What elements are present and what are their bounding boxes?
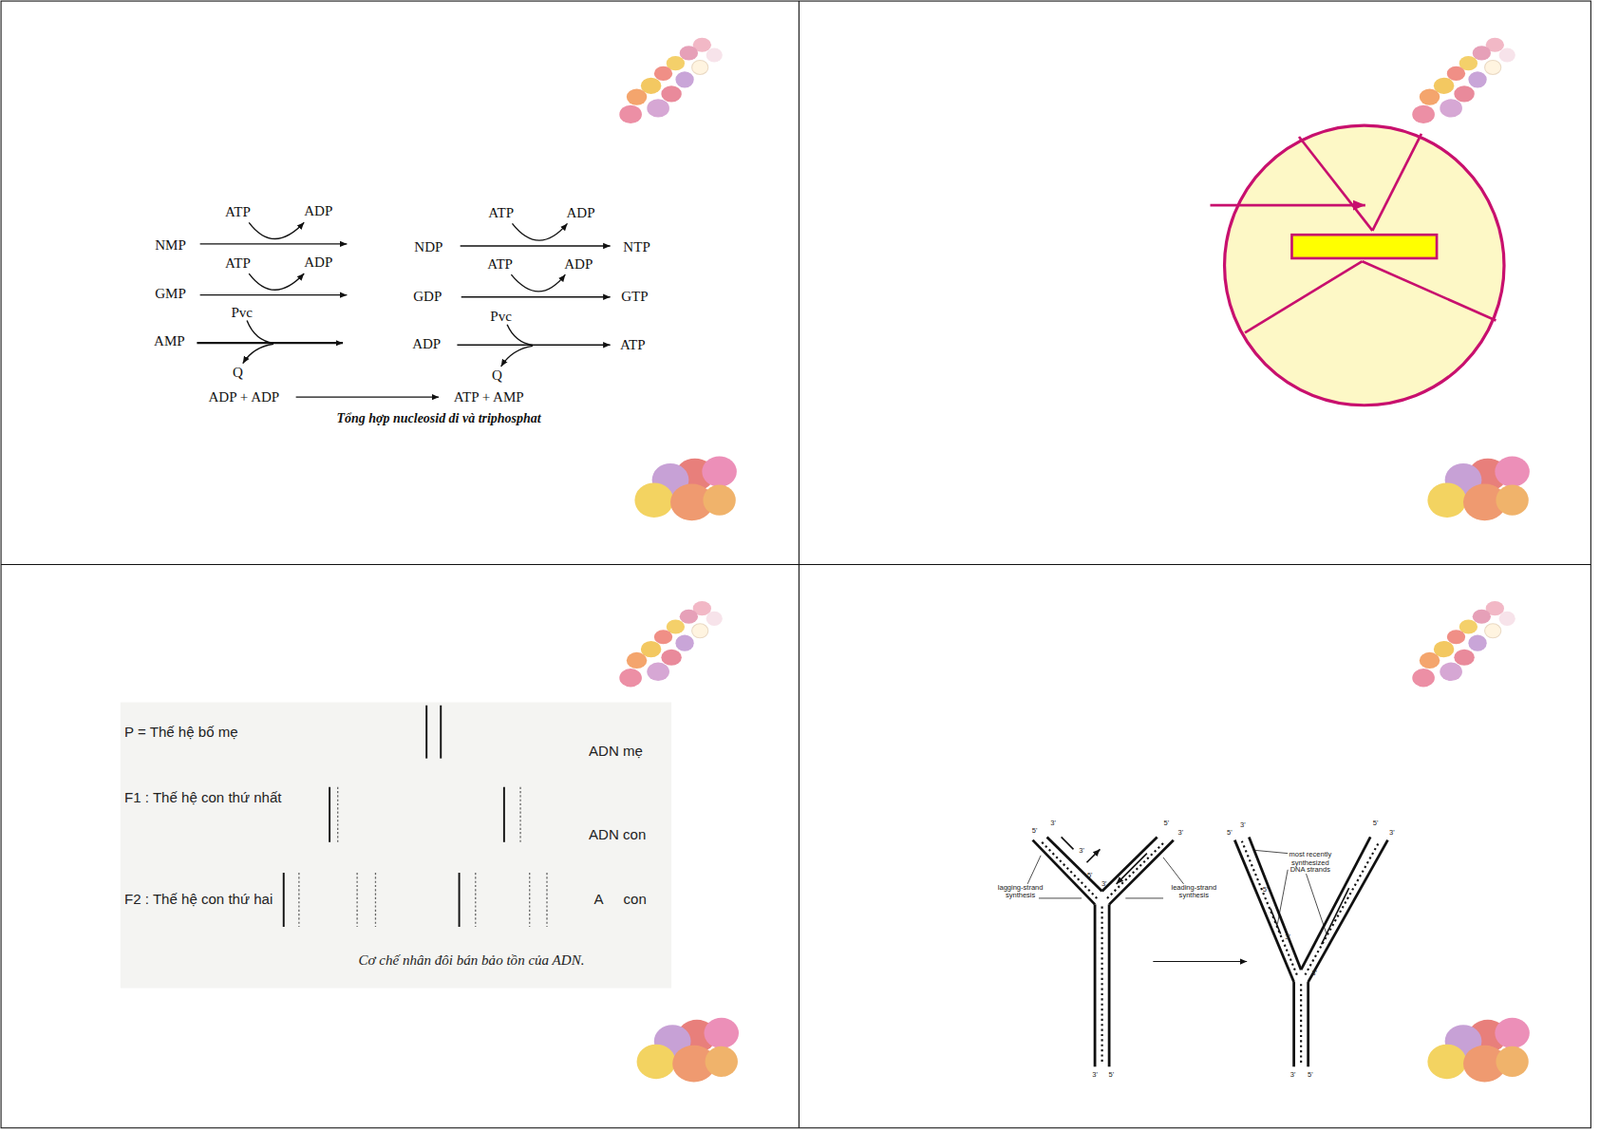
formula-label: NDP	[414, 239, 443, 256]
strand-label: 5'	[1307, 1071, 1314, 1079]
formula-label: Pvc	[489, 308, 512, 325]
formula-label: ATP	[225, 255, 251, 272]
figure-caption: Tổng hợp nucleosid di và triphosphat	[337, 411, 542, 426]
formula-label: GMP	[154, 285, 187, 302]
formula-label: Q	[491, 367, 503, 384]
formula-label: ATP	[487, 256, 513, 273]
generation-label: F2 : Thế hệ con thứ hai	[124, 891, 273, 908]
formula-label: ADP	[303, 203, 333, 220]
generation-label: ADN mẹ	[588, 743, 643, 760]
generation-label: con	[623, 891, 647, 908]
formula-label: ADP + ADP	[207, 389, 280, 406]
strand-label: 3'	[1311, 968, 1318, 977]
strand-label: 5'	[1226, 828, 1233, 837]
strand-label: 3'	[1101, 880, 1108, 888]
formula-label: Pvc	[230, 304, 253, 321]
formula-label: ATP	[488, 205, 514, 222]
formula-label: ADP	[564, 256, 593, 273]
strand-label: 3'	[1050, 818, 1056, 827]
formula-label: NMP	[154, 237, 187, 254]
strand-label: 5'	[1087, 870, 1093, 879]
formula-label: GDP	[413, 289, 442, 306]
strand-label: leading-strand synthesis	[1170, 883, 1218, 900]
formula-label: NTP	[622, 239, 650, 256]
replication-scheme	[120, 702, 672, 989]
formula-label: AMP	[153, 333, 186, 350]
formula-label: GTP	[621, 289, 648, 306]
generation-label: F1 : Thế hệ con thứ nhất	[124, 790, 282, 807]
strand-label: 5'	[1108, 1071, 1114, 1079]
generation-label: A	[593, 891, 603, 908]
formula-label: ADP	[412, 336, 441, 353]
generation-label: P = Thế hệ bố mẹ	[124, 725, 238, 742]
strand-label: 5'	[1262, 884, 1269, 893]
reaction-arrows	[196, 222, 610, 397]
candy-decoration	[619, 37, 1530, 1083]
strand-label: 3'	[1078, 846, 1085, 854]
formula-label: ATP	[225, 204, 251, 221]
strand-label: 5'	[1373, 818, 1379, 827]
strand-label: 5'	[1163, 818, 1169, 827]
strand-label: lagging-strand synthesis	[997, 883, 1044, 900]
circle-figure	[1209, 125, 1504, 406]
strand-label: 3'	[1091, 1071, 1098, 1079]
strand-label: 3'	[1389, 828, 1395, 837]
formula-label: ADP	[565, 205, 595, 222]
formula-label: ATP + AMP	[453, 389, 525, 406]
formula-label: Q	[232, 364, 244, 381]
strand-label: 3'	[1240, 820, 1246, 829]
strand-label: 3'	[1178, 828, 1185, 837]
formula-label: ATP	[620, 337, 646, 354]
strand-label: 5'	[1032, 827, 1038, 835]
strand-label: 3'	[1290, 1071, 1297, 1079]
figure-caption: Cơ chế nhân đôi bán bảo tồn của ADN.	[357, 952, 584, 969]
formula-label: ADP	[303, 254, 333, 271]
replication-fork	[1027, 836, 1388, 1067]
strand-label: 3'	[1284, 933, 1291, 942]
strand-label: most recently synthesized DNA strands	[1284, 850, 1337, 875]
generation-label: ADN con	[588, 827, 646, 844]
